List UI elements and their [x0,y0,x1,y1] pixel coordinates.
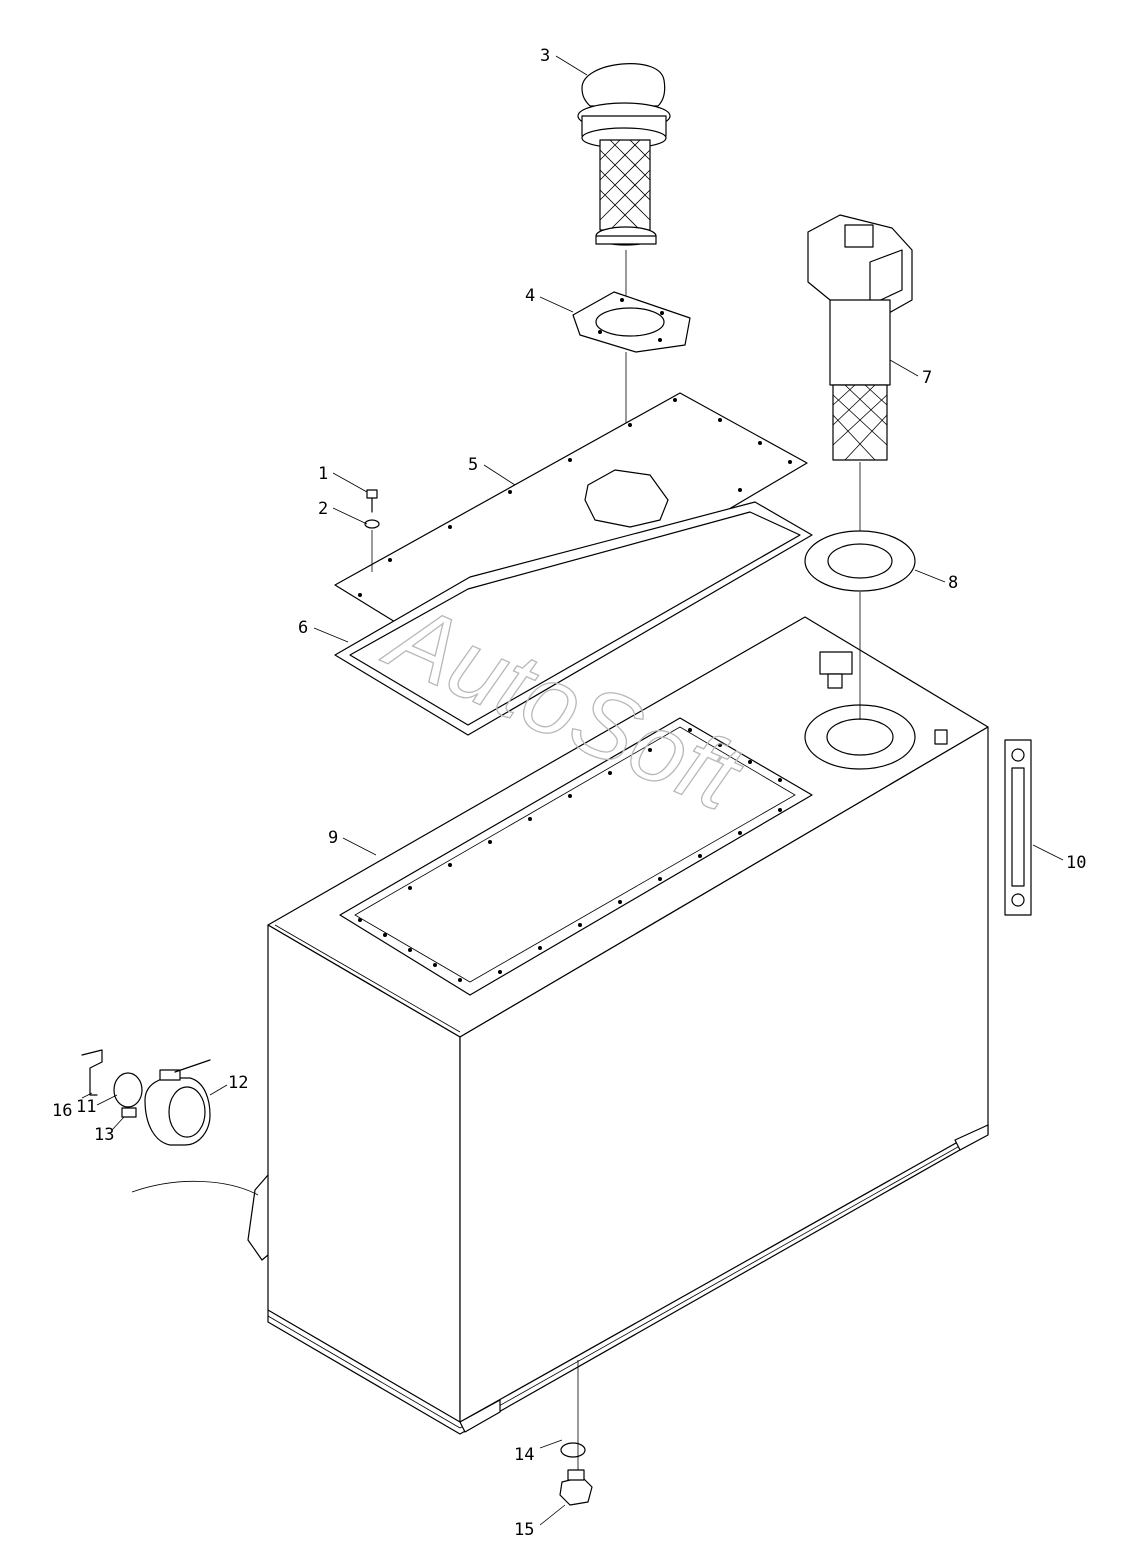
callout-15: 15 [514,1520,534,1540]
part-6-gasket-frame[interactable] [334,501,813,736]
part-1-bolt[interactable] [366,489,378,572]
leader-lines [81,55,1064,1526]
part-9-tank-body[interactable] [131,616,989,1435]
part-14-o-ring[interactable] [560,1442,586,1458]
part-8-flange-gasket[interactable] [804,530,916,720]
callout-16: 16 [52,1101,72,1121]
part-3-breather-cap[interactable] [577,63,671,310]
part-7-return-filter[interactable] [807,214,913,540]
callout-9: 9 [328,828,338,848]
callout-12: 12 [228,1073,248,1093]
callout-labels: 1 2 3 4 5 6 7 8 9 10 11 12 13 14 15 16 [52,46,1086,1540]
part-13-fitting[interactable] [121,1107,137,1118]
part-2-washer[interactable] [364,519,380,529]
part-10-level-gauge[interactable] [1004,739,1032,916]
part-12-ball-valve[interactable] [144,1059,211,1146]
part-15-drain-plug[interactable] [559,1469,593,1506]
callout-8: 8 [948,573,958,593]
part-16-bracket[interactable] [81,1049,103,1096]
callout-2: 2 [318,499,328,519]
callout-10: 10 [1066,853,1086,873]
callout-5: 5 [468,455,478,475]
callout-14: 14 [514,1445,534,1465]
callout-1: 1 [318,464,328,484]
callout-7: 7 [922,368,932,388]
callout-11: 11 [76,1097,96,1117]
callout-3: 3 [540,46,550,66]
part-11-o-ring[interactable] [113,1072,143,1108]
callout-6: 6 [298,618,308,638]
callout-4: 4 [525,286,535,306]
callout-13: 13 [94,1125,114,1145]
